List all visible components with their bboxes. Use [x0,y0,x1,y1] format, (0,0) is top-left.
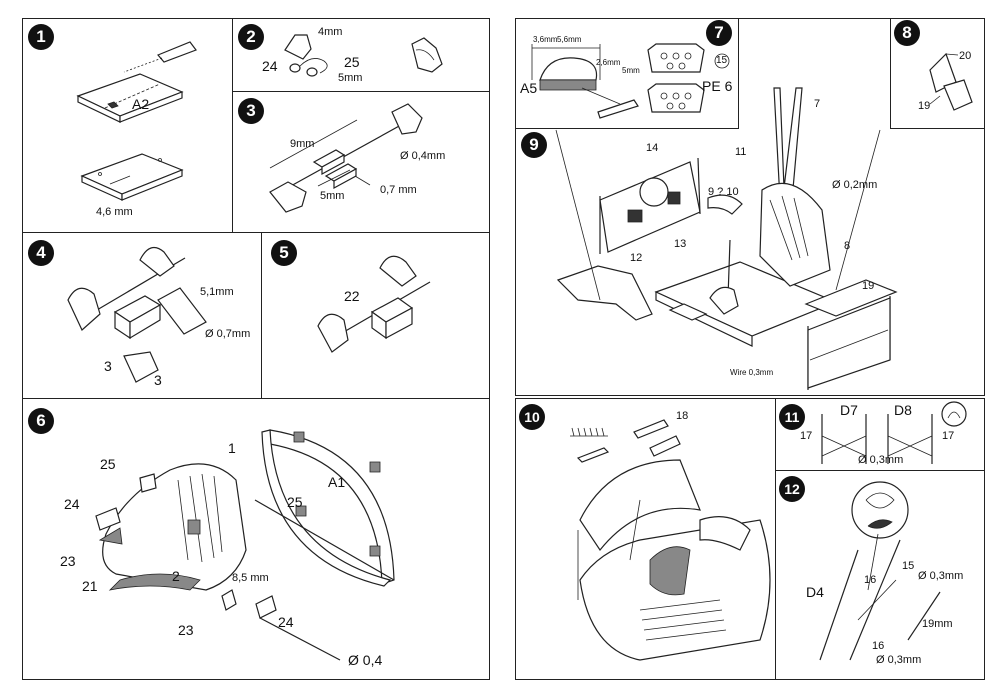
part-label: 20 [959,50,972,62]
dimension-label: 5,6mm [557,35,582,44]
step-9-drawing [556,88,896,390]
part-label-a5: A5 [520,80,538,96]
step-10-drawing [570,420,770,660]
part-label: 24 [64,496,80,512]
part-label: 1 [228,440,236,456]
part-label: 19 [918,100,931,112]
diameter-label: Ø 0,7mm [205,328,251,340]
part-label: 21 [82,578,98,594]
diameter-label: Ø 0,4 [348,652,383,668]
part-label-d4: D4 [806,584,824,600]
step-8-drawing [930,54,972,110]
dimension-label: 4,6 mm [96,206,133,218]
diameter-label: Ø 0,4mm [400,150,446,162]
part-label: 15 [716,55,728,66]
part-label: 8 [844,240,851,252]
step-5-badge: 5 [271,240,297,266]
part-label-a2: A2 [132,96,150,112]
part-label: 9 ? 10 [708,186,739,198]
dimension-label: 19mm [922,618,953,630]
dimension-label: 0,7 mm [380,184,417,196]
part-label: 13 [674,238,687,250]
dimension-label: 5,1mm [200,286,234,298]
dimension-label: 4mm [318,26,343,38]
step-3-badge: 3 [238,98,264,124]
dimension-label: 5mm [622,66,640,75]
part-label-d7: D7 [840,402,858,418]
dimension-label: 3,6mm [533,35,558,44]
step-11-drawing [822,402,966,464]
step-12-badge: 12 [779,476,805,502]
part-label: 12 [630,252,643,264]
step-1-drawing [78,42,196,200]
step-12-panel [775,470,985,680]
step-9-badge: 9 [521,132,547,158]
part-label: 25 [100,456,116,472]
diameter-label: Ø 0,2mm [832,179,878,191]
part-label: 16 [872,640,885,652]
part-label: 3 [154,372,162,388]
step-2-badge: 2 [238,24,264,50]
part-label-pe6: PE 6 [702,78,733,94]
step-7-drawing [532,44,729,118]
part-label: 16 [864,574,877,586]
step-6-drawing [96,430,394,660]
step-4-badge: 4 [28,240,54,266]
part-label: 19 [862,280,875,292]
step-3-drawing [270,104,422,212]
step-11-badge: 11 [779,404,805,430]
step-4-drawing [68,248,206,383]
part-label: 18 [676,410,689,422]
step-6-panel [22,398,490,680]
part-label: 14 [646,142,659,154]
step-2-drawing [285,35,442,76]
part-label: 25 [344,54,360,70]
wire-label: Wire 0,3mm [730,368,774,377]
part-label: 25 [287,494,303,510]
dimension-label: 8,5 mm [232,572,269,584]
step-5-drawing [318,256,430,352]
part-label-d8: D8 [894,402,912,418]
diameter-label: Ø 0,3mm [918,570,964,582]
diameter-label: Ø 0,3mm [858,454,904,466]
part-label: 24 [262,58,278,74]
step-12-drawing [820,482,940,660]
part-label: 11 [735,146,747,158]
part-label: 24 [278,614,294,630]
dimension-label: 2,6mm [596,58,621,67]
step-9-panel [515,18,985,396]
part-label: 17 [942,430,955,442]
step-10-badge: 10 [519,404,545,430]
part-label: 2 [172,568,180,584]
diameter-label: Ø 0,3mm [876,654,922,666]
dimension-label: 5mm [338,72,363,84]
step-1-badge: 1 [28,24,54,50]
part-label: 23 [178,622,194,638]
dimension-label: 5mm [320,190,345,202]
part-label: 22 [344,288,360,304]
part-label: 17 [800,430,813,442]
part-label: 23 [60,553,76,569]
part-label: 7 [814,98,821,110]
part-label: 3 [104,358,112,374]
dimension-label: 9mm [290,138,315,150]
step-8-badge: 8 [894,20,920,46]
step-7-badge: 7 [706,20,732,46]
part-label-a1: A1 [328,474,346,490]
part-label: 15 [902,560,915,572]
step-6-badge: 6 [28,408,54,434]
